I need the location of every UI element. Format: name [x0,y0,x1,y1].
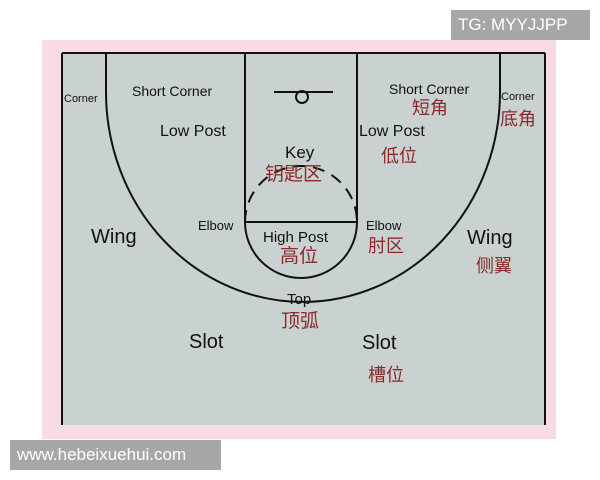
court-floor [62,53,545,425]
label-short-corner-right: Short Corner [389,81,469,97]
label-high-post-zh: 高位 [280,245,318,267]
label-slot-right-zh: 槽位 [368,365,404,386]
label-low-post-right-zh: 低位 [381,146,417,167]
label-top: Top [287,291,311,308]
free-throw-circle [244,221,358,279]
three-point-line [105,53,501,303]
label-slot-left: Slot [189,331,224,353]
label-key-zh: 钥匙区 [265,163,322,185]
watermark-top-right: TG: MYYJJPP [451,10,590,40]
label-low-post-left: Low Post [160,123,226,140]
label-short-corner-left: Short Corner [132,83,212,99]
label-high-post: High Post [263,229,329,246]
watermark-bottom-left: www.hebeixuehui.com [10,440,221,470]
label-corner-left: Corner [64,93,98,105]
label-wing-left: Wing [91,226,137,248]
label-elbow-left: Elbow [198,218,234,233]
free-throw-circle-dashed [244,165,358,223]
label-top-zh: 顶弧 [281,310,319,332]
label-elbow-right: Elbow [366,218,402,233]
label-corner-right-zh: 底角 [500,109,536,130]
label-short-corner-right-zh: 短角 [412,98,448,119]
label-wing-right-zh: 侧翼 [476,256,512,277]
label-corner-right: Corner [501,91,535,103]
label-key: Key [285,143,315,162]
key-lane [244,52,358,223]
basket-rim [295,90,309,104]
label-wing-right: Wing [467,227,513,249]
label-slot-right: Slot [362,332,397,354]
label-elbow-right-zh: 肘区 [368,236,404,257]
label-low-post-right: Low Post [359,123,425,140]
